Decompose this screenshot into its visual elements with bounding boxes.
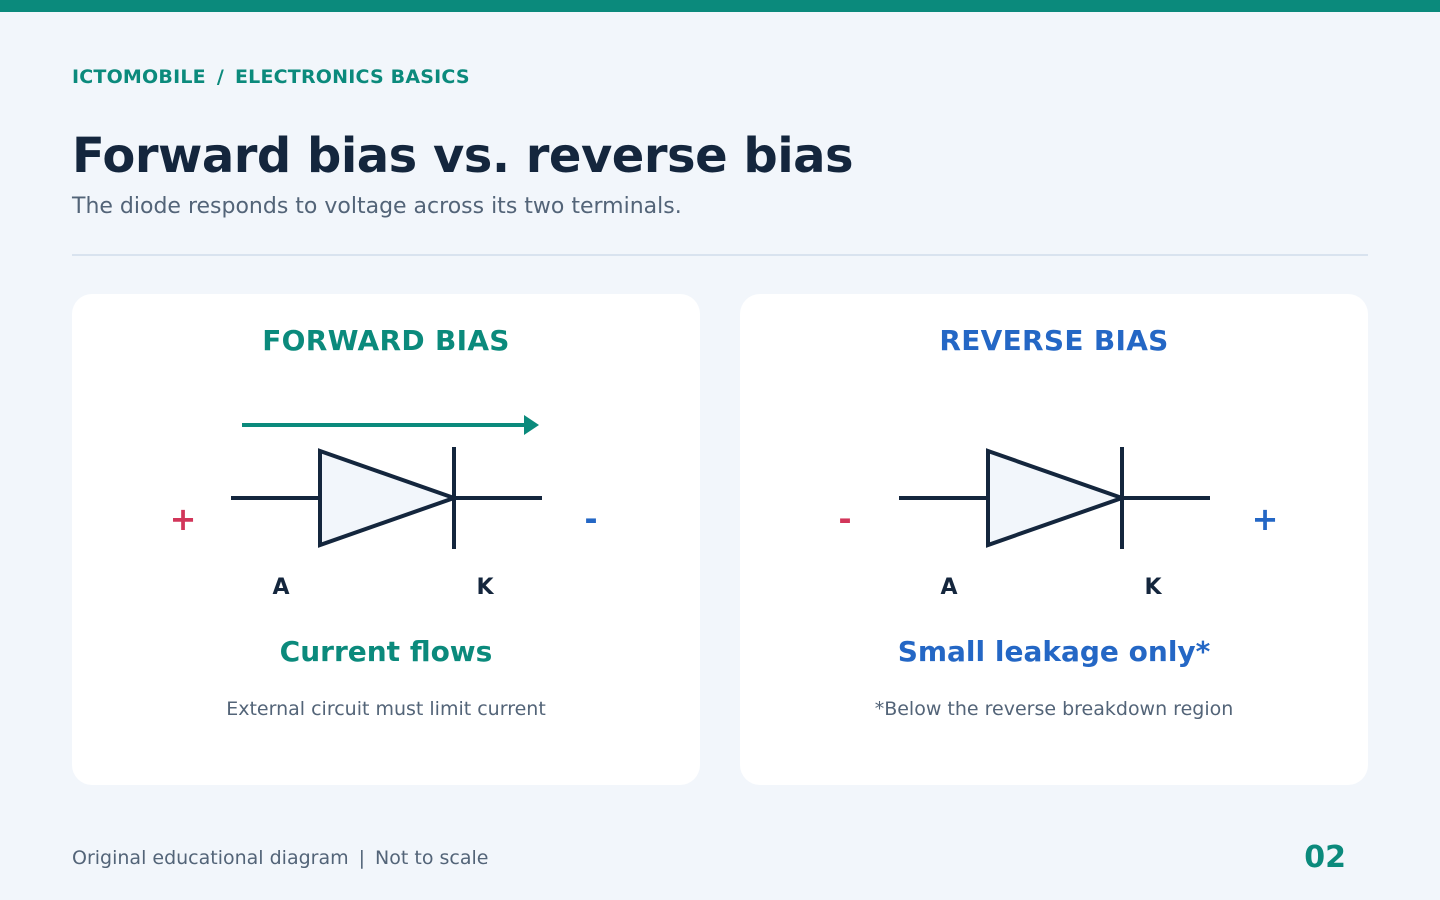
forward-bias-card: FORWARD BIAS + - A K Current flows Exter… — [72, 294, 700, 785]
reverse-bias-note: *Below the reverse breakdown region — [874, 698, 1234, 720]
current-arrow-icon — [242, 415, 539, 435]
page-title: Forward bias vs. reverse bias — [72, 128, 854, 184]
cathode-label: K — [1144, 575, 1162, 600]
header-divider — [72, 254, 1368, 256]
reverse-bias-diagram — [899, 447, 1210, 549]
breadcrumb-section: ELECTRONICS BASICS — [234, 66, 470, 88]
reverse-bias-result: Small leakage only* — [897, 635, 1211, 668]
top-accent-bar — [0, 0, 1440, 12]
positive-terminal-sign: + — [169, 500, 197, 538]
negative-terminal-sign: - — [838, 500, 852, 538]
diode-icon — [899, 447, 1210, 549]
positive-terminal-sign: + — [1251, 500, 1279, 538]
footer-separator: | — [358, 847, 366, 869]
forward-bias-note: External circuit must limit current — [226, 698, 546, 720]
reverse-bias-card: REVERSE BIAS - + A K Small leakage only*… — [740, 294, 1368, 785]
breadcrumb: ICTOMOBILE / ELECTRONICS BASICS — [72, 66, 470, 88]
page-subtitle: The diode responds to voltage across its… — [72, 194, 682, 219]
breadcrumb-brand: ICTOMOBILE — [72, 66, 206, 88]
negative-terminal-sign: - — [584, 500, 598, 538]
page-number: 02 — [1304, 840, 1346, 875]
footer-caption: Original educational diagram | Not to scal… — [72, 845, 488, 871]
footer-left-text: Original educational diagram — [72, 847, 349, 869]
anode-label: A — [272, 575, 290, 600]
cathode-label: K — [476, 575, 494, 600]
footer-right-text: Not to scale — [375, 847, 489, 869]
diode-icon — [231, 447, 542, 549]
anode-label: A — [940, 575, 958, 600]
breadcrumb-separator: / — [216, 66, 224, 88]
forward-bias-diagram — [231, 415, 542, 549]
forward-bias-result: Current flows — [279, 635, 493, 668]
forward-bias-title: FORWARD BIAS — [262, 324, 510, 357]
reverse-bias-title: REVERSE BIAS — [939, 324, 1169, 357]
